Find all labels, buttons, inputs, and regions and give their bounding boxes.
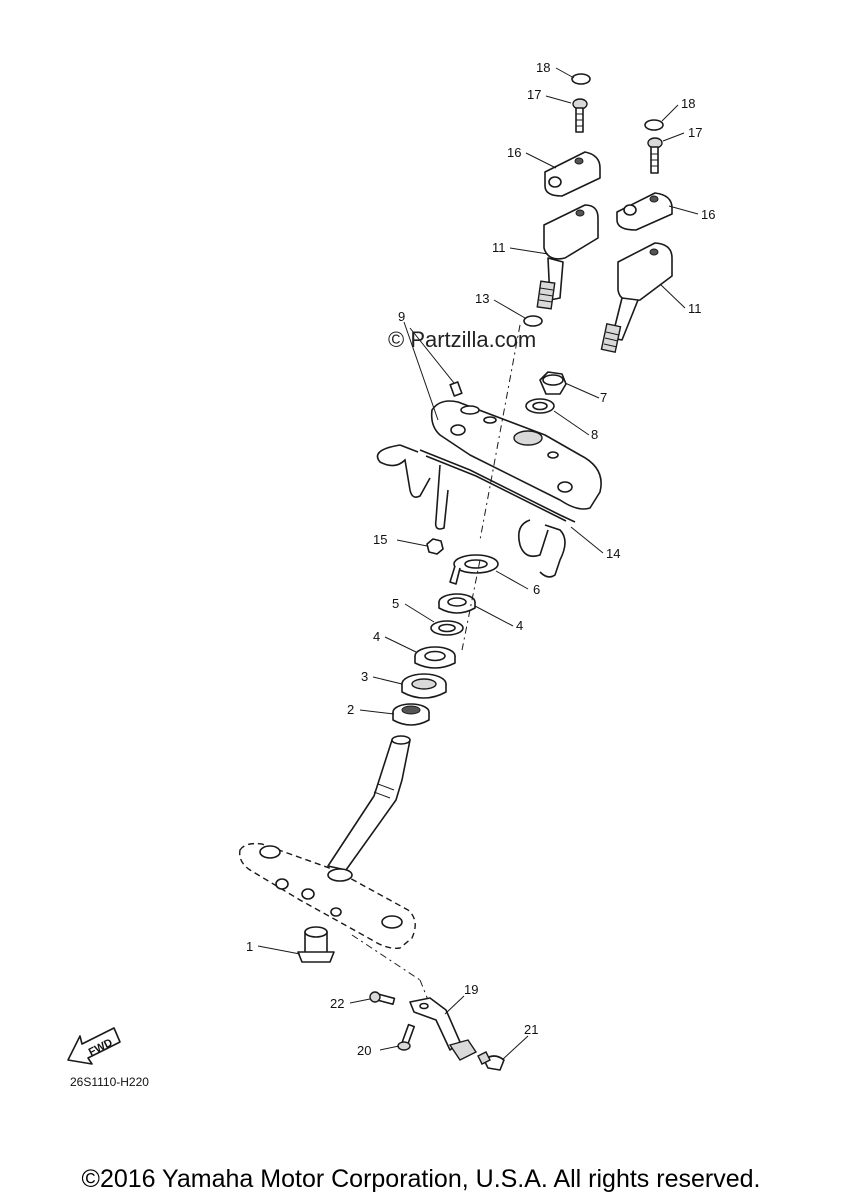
part-11-left-lower-holder (536, 204, 599, 310)
callout-14: 14 (606, 546, 620, 561)
callout-19: 19 (464, 982, 478, 997)
callout-5: 5 (392, 596, 399, 611)
callout-11-left: 11 (492, 240, 506, 255)
callout-17-right: 17 (688, 125, 702, 140)
part-9-upper-bracket (430, 400, 602, 510)
callout-16-left: 16 (507, 145, 521, 160)
callout-4-lower: 4 (373, 629, 380, 644)
callout-6: 6 (533, 582, 540, 597)
callout-13: 13 (475, 291, 489, 306)
callout-11-right: 11 (688, 301, 702, 316)
part-14-wire-bracket (376, 444, 576, 578)
callout-18-right: 18 (681, 96, 695, 111)
callout-2: 2 (347, 702, 354, 717)
callout-20: 20 (357, 1043, 371, 1058)
callout-16-right: 16 (701, 207, 715, 222)
part-7-nut (539, 371, 567, 395)
part-2-bearing (392, 703, 430, 726)
part-22-bolt (369, 991, 396, 1006)
part-15-nut (426, 538, 444, 555)
part-6-lock-washer (449, 554, 499, 585)
part-lower-bracket (239, 842, 416, 950)
callout-4-upper: 4 (516, 618, 523, 633)
part-1-collar (297, 926, 335, 963)
part-4-lower-ring-nut (414, 646, 456, 669)
part-17-left-bolt (572, 98, 588, 133)
callout-17-left: 17 (527, 87, 541, 102)
part-16-left-upper-holder (544, 151, 601, 197)
part-3-bearing-cover (401, 673, 447, 699)
part-18-left-cap (571, 73, 591, 85)
watermark: © Partzilla.com (388, 327, 536, 352)
part-21-clip (477, 1051, 505, 1071)
callout-1: 1 (246, 939, 253, 954)
callout-21: 21 (524, 1022, 538, 1037)
part-17-right-bolt (647, 137, 663, 174)
callout-15: 15 (373, 532, 387, 547)
part-18-right-cap (644, 119, 664, 131)
fwd-arrow-icon: FWD (67, 1027, 121, 1065)
callout-3: 3 (361, 669, 368, 684)
part-steering-stem (327, 735, 411, 871)
callout-22: 22 (330, 996, 344, 1011)
part-13-washer (523, 315, 543, 327)
part-19-bracket (409, 997, 478, 1061)
part-8-washer (525, 398, 555, 414)
part-5-rubber-washer (430, 620, 464, 636)
part-4-upper-ring-nut (438, 593, 476, 614)
part-16-right-upper-holder (616, 192, 673, 231)
callout-18-left: 18 (536, 60, 550, 75)
copyright-notice: ©2016 Yamaha Motor Corporation, U.S.A. A… (82, 1165, 761, 1193)
callout-7: 7 (600, 390, 607, 405)
callout-8: 8 (591, 427, 598, 442)
part-small-bolt-9 (449, 381, 463, 397)
callout-9: 9 (398, 309, 405, 324)
diagram-code: 26S1110-H220 (70, 1075, 149, 1089)
part-20-screw (397, 1023, 416, 1051)
part-11-right-lower-holder (600, 242, 673, 354)
